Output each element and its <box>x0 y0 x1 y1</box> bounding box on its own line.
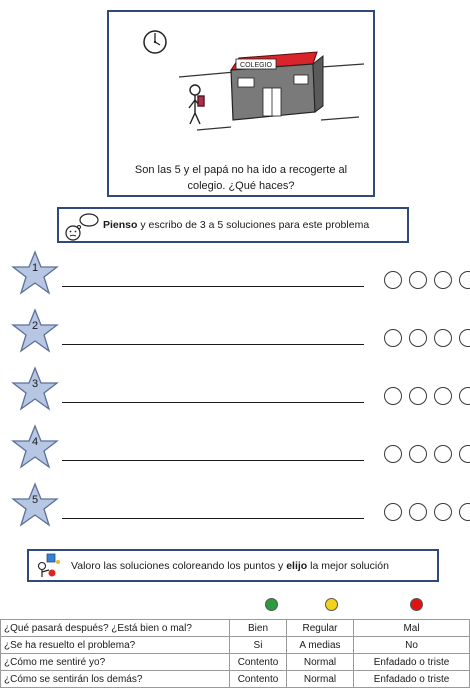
rating-dot[interactable] <box>434 271 452 289</box>
clock-icon <box>143 30 167 54</box>
solution-row: 4 <box>0 424 470 470</box>
question-cell: ¿Se ha resuelto el problema? <box>0 636 230 654</box>
rating-dot[interactable] <box>384 387 402 405</box>
rating-instruction-text: Valoro las soluciones coloreando los pun… <box>71 560 389 572</box>
school-building <box>230 51 324 121</box>
good-answer-cell: Contento <box>229 653 287 671</box>
bad-answer-cell: Enfadado o triste <box>353 653 470 671</box>
solution-answer-line[interactable] <box>62 286 364 287</box>
solution-answer-line[interactable] <box>62 518 364 519</box>
school-sign: COLEGIO <box>240 62 272 69</box>
child-figure <box>188 84 205 125</box>
question-cell: ¿Cómo se sentirán los demás? <box>0 670 230 688</box>
solution-number: 3 <box>31 378 39 390</box>
rating-dot[interactable] <box>409 503 427 521</box>
solution-row: 1 <box>0 250 470 296</box>
bad-answer-cell: Enfadado o triste <box>353 670 470 688</box>
evaluation-table: ¿Qué pasará después? ¿Está bien o mal?Bi… <box>0 619 470 688</box>
solution-number: 1 <box>31 262 39 274</box>
solution-row: 5 <box>0 482 470 528</box>
rating-dot[interactable] <box>434 329 452 347</box>
question-cell: ¿Cómo me sentiré yo? <box>0 653 230 671</box>
solution-number: 2 <box>31 320 39 332</box>
rating-dot[interactable] <box>384 329 402 347</box>
rating-dot[interactable] <box>384 445 402 463</box>
star-icon <box>11 250 59 295</box>
good-answer-cell: Si <box>229 636 287 654</box>
table-row: ¿Qué pasará después? ¿Está bien o mal?Bi… <box>0 619 470 637</box>
think-instruction-text: Pienso y escribo de 3 a 5 soluciones par… <box>103 219 369 231</box>
rating-dot[interactable] <box>409 329 427 347</box>
regular-answer-cell: A medias <box>286 636 354 654</box>
solution-answer-line[interactable] <box>62 344 364 345</box>
solution-number: 5 <box>31 494 39 506</box>
rating-dot[interactable] <box>459 445 470 463</box>
rating-dot[interactable] <box>459 387 470 405</box>
rating-text-part1: Valoro las soluciones coloreando los pun… <box>71 560 287 572</box>
legend-yellow-dot <box>325 598 338 611</box>
scene-illustration-box: COLEGIO Son las 5 y el papá no ha ido a … <box>107 10 375 197</box>
bad-answer-cell: Mal <box>353 619 470 637</box>
star-icon <box>11 366 59 411</box>
rating-dot[interactable] <box>434 445 452 463</box>
think-bold-word: Pienso <box>103 219 138 231</box>
rating-dot[interactable] <box>409 271 427 289</box>
good-answer-cell: Bien <box>229 619 287 637</box>
rating-dot[interactable] <box>384 271 402 289</box>
question-cell: ¿Qué pasará después? ¿Está bien o mal? <box>0 619 230 637</box>
thinking-face-icon <box>65 213 99 241</box>
rating-dot[interactable] <box>459 503 470 521</box>
star-icon <box>11 424 59 469</box>
good-answer-cell: Contento <box>229 670 287 688</box>
star-icon <box>11 482 59 527</box>
legend-green-dot <box>265 598 278 611</box>
caption-line-1: Son las 5 y el papá no ha ido a recogert… <box>134 164 348 176</box>
rating-dot[interactable] <box>459 271 470 289</box>
scene-caption: Son las 5 y el papá no ha ido a recogert… <box>109 162 373 194</box>
regular-answer-cell: Normal <box>286 653 354 671</box>
rating-dot[interactable] <box>409 445 427 463</box>
solution-number: 4 <box>31 436 39 448</box>
solution-row: 3 <box>0 366 470 412</box>
solution-answer-line[interactable] <box>62 402 364 403</box>
choosing-person-icon <box>37 553 60 577</box>
think-instruction-box: Pienso y escribo de 3 a 5 soluciones par… <box>57 207 409 243</box>
rating-bold-word: elijo <box>286 560 308 572</box>
solution-row: 2 <box>0 308 470 354</box>
star-icon <box>11 308 59 353</box>
rating-dot[interactable] <box>459 329 470 347</box>
rating-text-part2: la mejor solución <box>307 560 389 572</box>
scene-drawing: COLEGIO <box>143 30 365 131</box>
rating-dot[interactable] <box>434 503 452 521</box>
rating-dot[interactable] <box>384 503 402 521</box>
rating-dot[interactable] <box>434 387 452 405</box>
legend-red-dot <box>410 598 423 611</box>
bad-answer-cell: No <box>353 636 470 654</box>
regular-answer-cell: Regular <box>286 619 354 637</box>
regular-answer-cell: Normal <box>286 670 354 688</box>
rating-instruction-box: Valoro las soluciones coloreando los pun… <box>27 549 439 582</box>
rating-dot[interactable] <box>409 387 427 405</box>
caption-line-2: colegio. ¿Qué haces? <box>187 180 295 192</box>
think-rest: y escribo de 3 a 5 soluciones para este … <box>137 219 370 231</box>
solution-answer-line[interactable] <box>62 460 364 461</box>
